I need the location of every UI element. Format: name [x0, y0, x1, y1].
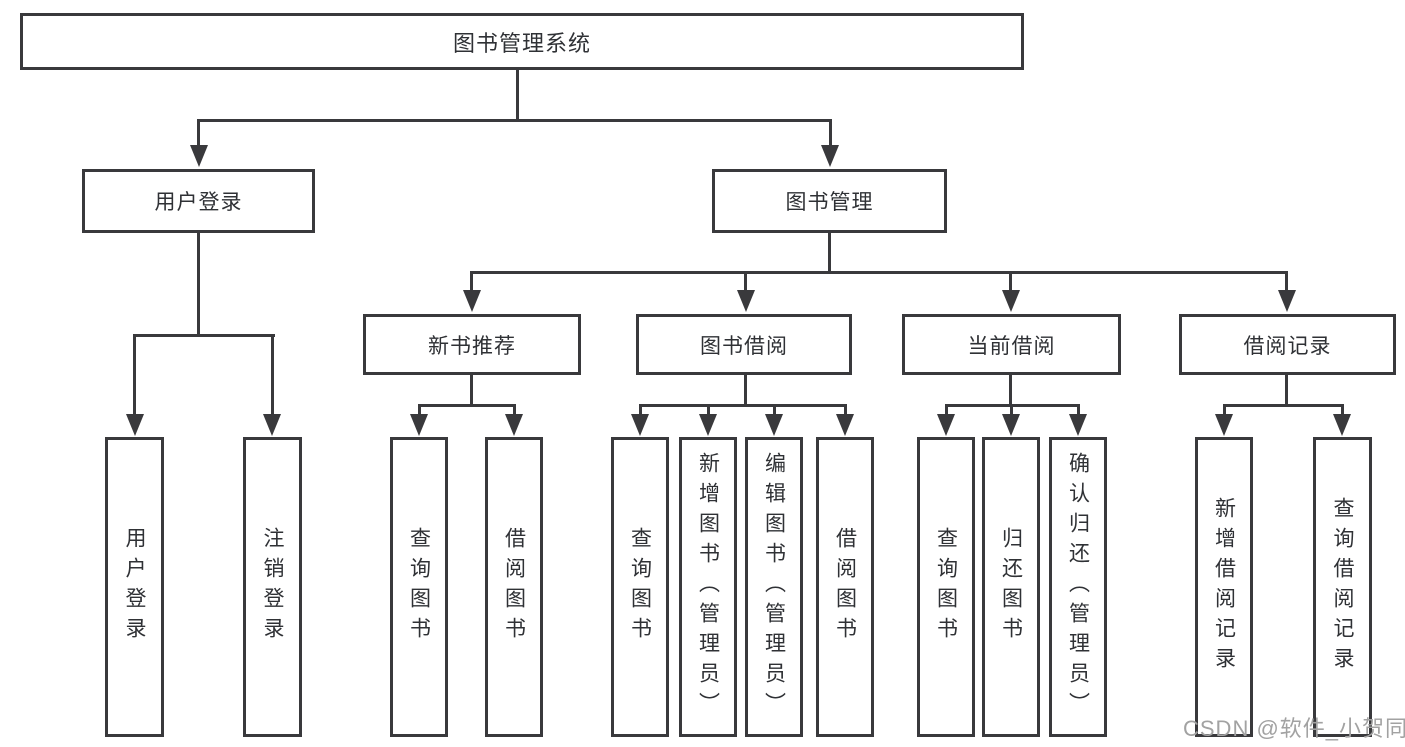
node-leaf-add-borrow-record-label: 新增借阅记录 — [1212, 497, 1236, 677]
node-leaf-query-borrow-record-label: 查询借阅记录 — [1331, 497, 1354, 677]
node-leaf-confirm-return-admin-label: 确认归还（管理员） — [1066, 452, 1090, 722]
arrowhead-down-query-books-2 — [631, 414, 649, 436]
connector-root-bus — [197, 119, 832, 122]
node-new-book-recommend: 新书推荐 — [363, 314, 581, 375]
node-book-borrowing-label: 图书借阅 — [700, 334, 788, 358]
connector-drop-book-borrowing — [744, 271, 747, 293]
arrowhead-down-leaf-user-login — [126, 414, 144, 436]
arrowhead-down-leaf-logout — [263, 414, 281, 436]
connector-drop-confirm-return-admin — [1077, 404, 1080, 416]
node-leaf-add-books-admin: 新增图书（管理员） — [679, 437, 737, 737]
node-borrowing-records: 借阅记录 — [1179, 314, 1396, 375]
arrowhead-down-confirm-return-admin — [1069, 414, 1087, 436]
connector-drop-add-books-admin — [707, 404, 710, 416]
node-user-login-label: 用户登录 — [154, 191, 243, 214]
node-borrowing-records-label: 借阅记录 — [1243, 334, 1332, 358]
node-leaf-user-login: 用户登录 — [105, 437, 164, 737]
node-book-management: 图书管理 — [712, 169, 947, 233]
node-leaf-edit-books-admin-label: 编辑图书（管理员） — [762, 452, 786, 722]
arrowhead-down-book-management — [821, 145, 839, 167]
connector-drop-user-login — [197, 119, 200, 147]
node-leaf-query-books-1-label: 查询图书 — [407, 527, 431, 647]
arrowhead-down-add-books-admin — [699, 414, 717, 436]
node-leaf-add-borrow-record: 新增借阅记录 — [1195, 437, 1253, 737]
arrowhead-down-return-books — [1002, 414, 1020, 436]
connector-book-borrowing-stem — [744, 375, 747, 406]
arrowhead-down-new-book-recommend — [463, 290, 481, 312]
node-current-borrowing: 当前借阅 — [902, 314, 1121, 375]
connector-drop-borrowing-records — [1285, 271, 1288, 293]
node-leaf-query-borrow-record: 查询借阅记录 — [1313, 437, 1372, 737]
connector-book-management-stem — [828, 233, 831, 273]
node-leaf-query-books-1: 查询图书 — [390, 437, 448, 737]
connector-current-borrowing-stem — [1009, 375, 1012, 406]
connector-book-management-bus — [471, 271, 1288, 274]
connector-new-book-recommend-stem — [470, 375, 473, 406]
node-book-management-system: 图书管理系统 — [20, 13, 1024, 70]
node-leaf-logout-label: 注销登录 — [261, 527, 284, 647]
node-leaf-borrow-books-2-label: 借阅图书 — [833, 527, 857, 647]
connector-borrowing-records-stem — [1285, 375, 1288, 406]
node-new-book-recommend-label: 新书推荐 — [428, 334, 516, 358]
csdn-watermark: CSDN @软件_小贺同学 — [1183, 716, 1405, 741]
connector-drop-current-borrowing — [1009, 271, 1012, 293]
connector-drop-query-borrow-record — [1341, 404, 1344, 416]
connector-user-login-bus — [133, 334, 275, 337]
connector-drop-add-borrow-record — [1223, 404, 1226, 416]
node-user-login: 用户登录 — [82, 169, 315, 233]
connector-drop-borrow-books-1 — [513, 404, 516, 416]
connector-drop-edit-books-admin — [773, 404, 776, 416]
connector-new-book-recommend-bus — [418, 404, 516, 407]
connector-borrowing-records-bus — [1223, 404, 1343, 407]
arrowhead-down-current-borrowing — [1002, 290, 1020, 312]
connector-drop-leaf-logout — [271, 334, 274, 416]
node-leaf-confirm-return-admin: 确认归还（管理员） — [1049, 437, 1107, 737]
arrowhead-down-query-books-3 — [937, 414, 955, 436]
arrowhead-down-edit-books-admin — [765, 414, 783, 436]
arrowhead-down-borrow-books-1 — [505, 414, 523, 436]
connector-user-login-stem — [197, 233, 200, 337]
node-leaf-return-books: 归还图书 — [982, 437, 1040, 737]
node-current-borrowing-label: 当前借阅 — [967, 334, 1056, 358]
node-book-management-system-label: 图书管理系统 — [452, 30, 591, 56]
connector-book-borrowing-bus — [639, 404, 846, 407]
node-leaf-logout: 注销登录 — [243, 437, 302, 737]
node-leaf-user-login-label: 用户登录 — [123, 527, 146, 647]
node-leaf-borrow-books-1-label: 借阅图书 — [502, 527, 526, 647]
connector-drop-borrow-books-2 — [844, 404, 847, 416]
node-leaf-add-books-admin-label: 新增图书（管理员） — [696, 452, 720, 722]
node-leaf-query-books-2: 查询图书 — [611, 437, 669, 737]
arrowhead-down-book-borrowing — [737, 290, 755, 312]
node-book-borrowing: 图书借阅 — [636, 314, 852, 375]
node-leaf-query-books-3-label: 查询图书 — [934, 527, 958, 647]
node-leaf-borrow-books-1: 借阅图书 — [485, 437, 543, 737]
arrowhead-down-query-books-1 — [410, 414, 428, 436]
arrowhead-down-borrow-books-2 — [836, 414, 854, 436]
node-leaf-query-books-3: 查询图书 — [917, 437, 975, 737]
node-leaf-return-books-label: 归还图书 — [999, 527, 1023, 647]
connector-root-stem — [516, 69, 519, 120]
connector-drop-query-books-2 — [639, 404, 642, 416]
connector-drop-query-books-3 — [945, 404, 948, 416]
connector-drop-book-management — [829, 119, 832, 147]
node-book-management-label: 图书管理 — [785, 191, 874, 214]
connector-drop-query-books-1 — [418, 404, 421, 416]
arrowhead-down-query-borrow-record — [1333, 414, 1351, 436]
connector-drop-return-books — [1010, 404, 1013, 416]
arrowhead-down-add-borrow-record — [1215, 414, 1233, 436]
connector-drop-new-book-recommend — [470, 271, 473, 293]
node-leaf-query-books-2-label: 查询图书 — [628, 527, 652, 647]
connector-drop-leaf-user-login — [133, 334, 136, 416]
arrowhead-down-borrowing-records — [1278, 290, 1296, 312]
arrowhead-down-user-login — [190, 145, 208, 167]
node-leaf-edit-books-admin: 编辑图书（管理员） — [745, 437, 803, 737]
node-leaf-borrow-books-2: 借阅图书 — [816, 437, 874, 737]
